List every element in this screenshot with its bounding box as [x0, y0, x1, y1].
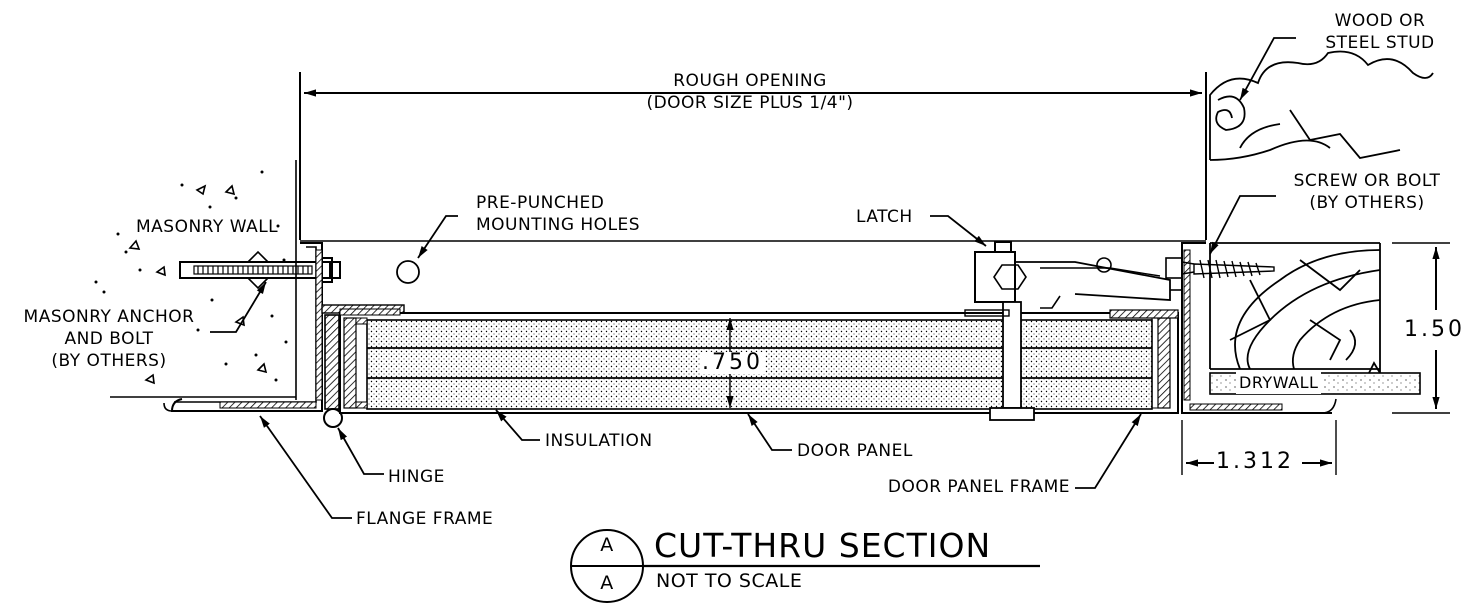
masonry-wall-label: MASONRY WALL — [136, 217, 279, 237]
section-title: CUT-THRU SECTION — [654, 526, 992, 565]
drywall-label: DRYWALL — [1236, 372, 1322, 394]
door-panel-label: DOOR PANEL — [797, 441, 913, 461]
bubble-bottom-letter: A — [600, 572, 614, 594]
leader-flange-frame — [259, 415, 352, 519]
pre-punched-label: PRE-PUNCHED MOUNTING HOLES — [476, 192, 640, 236]
masonry-anchor-line3: (BY OTHERS) — [51, 351, 167, 371]
leader-lines — [210, 37, 1296, 519]
wood-stud-line1: WOOD OR — [1334, 11, 1426, 31]
wood-stud-line2: STEEL STUD — [1325, 33, 1435, 53]
leader-latch — [930, 215, 987, 247]
wood-stud-top — [1209, 50, 1434, 161]
door-panel-frame-label: DOOR PANEL FRAME — [887, 477, 1070, 497]
leader-pre-punched — [417, 215, 458, 259]
flange-frame-label: FLANGE FRAME — [356, 509, 494, 529]
screw-line1: SCREW OR BOLT — [1293, 171, 1441, 191]
mounting-hole — [396, 260, 420, 284]
hinge-rail — [324, 314, 340, 410]
rough-opening-line2: (DOOR SIZE PLUS 1/4") — [646, 93, 854, 113]
latch-assembly — [964, 241, 1171, 421]
masonry-speckle — [94, 170, 288, 382]
pre-punched-line1: PRE-PUNCHED — [476, 193, 605, 213]
leader-insulation — [495, 409, 540, 441]
masonry-wall — [110, 160, 297, 400]
masonry-anchor-line2: AND BOLT — [64, 329, 154, 349]
leader-wood-stud — [1239, 37, 1296, 101]
screw-line2: (BY OTHERS) — [1309, 193, 1425, 213]
panel-thickness-value: .750 — [700, 350, 765, 375]
section-subtitle: NOT TO SCALE — [656, 570, 803, 592]
leader-masonry-anchor — [210, 281, 267, 333]
pre-punched-line2: MOUNTING HOLES — [476, 215, 641, 235]
leader-door-panel — [747, 413, 792, 451]
masonry-anchor-label: MASONRY ANCHOR AND BOLT (BY OTHERS) — [4, 306, 214, 372]
leader-door-panel-frame — [1075, 413, 1142, 489]
rough-opening-line1: ROUGH OPENING — [673, 71, 827, 91]
hinge-label: HINGE — [388, 467, 445, 487]
rough-opening-label: ROUGH OPENING (DOOR SIZE PLUS 1/4") — [560, 70, 940, 114]
masonry-anchor — [179, 250, 341, 290]
flange-frame-left — [163, 242, 323, 412]
wood-stud-label: WOOD OR STEEL STUD — [1300, 10, 1460, 54]
latch-label: LATCH — [856, 207, 913, 227]
wood-stud-section — [1209, 242, 1381, 384]
leader-hinge — [337, 427, 384, 475]
leader-screw — [1209, 195, 1276, 255]
wall-depth-value: 1.50 — [1404, 317, 1465, 342]
section-bubble — [570, 529, 1040, 603]
screw — [1165, 257, 1275, 279]
hinge-pin — [323, 408, 343, 428]
masonry-anchor-line1: MASONRY ANCHOR — [23, 307, 195, 327]
screw-label: SCREW OR BOLT (BY OTHERS) — [1272, 170, 1462, 214]
insulation-label: INSULATION — [545, 431, 653, 451]
masonry-aggregate — [128, 184, 268, 385]
bubble-top-letter: A — [600, 534, 614, 556]
flange-frame-right — [1170, 242, 1337, 414]
frame-width-value: 1.312 — [1216, 449, 1294, 474]
